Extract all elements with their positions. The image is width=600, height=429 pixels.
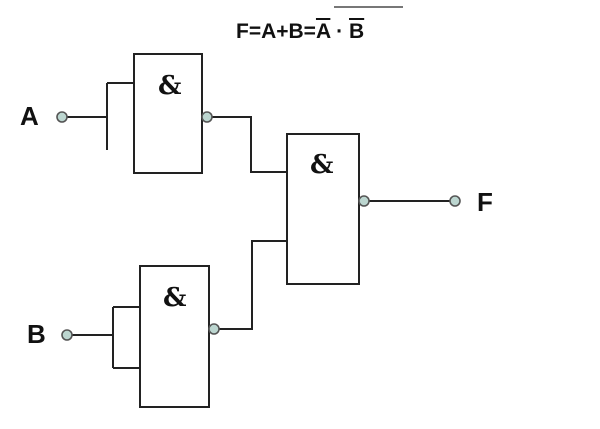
formula-lhs: F=A+B= [236, 20, 316, 43]
nand-gate-1 [133, 53, 203, 174]
output-f-label: F [477, 187, 493, 217]
wire-g1-g2 [212, 116, 287, 173]
formula-dot: · [330, 20, 350, 43]
input-b-label: B [27, 319, 46, 349]
input-a-label: A [20, 101, 39, 131]
formula: F=A+B=A · B [236, 20, 364, 44]
inversion-bubble-2 [358, 195, 370, 207]
terminal-f [449, 195, 461, 207]
nand-gate-2 [286, 133, 360, 285]
formula-not-b: B [349, 20, 365, 43]
terminal-a [56, 111, 68, 123]
gate-1-symbol: & [158, 71, 182, 101]
gate-3-symbol: & [163, 283, 187, 313]
formula-not-a: A [315, 20, 331, 43]
wire-a [66, 82, 134, 150]
wire-b [71, 306, 140, 369]
nand-gate-3 [139, 265, 210, 408]
inversion-bubble-1 [201, 111, 213, 123]
terminal-b [61, 329, 73, 341]
formula-overbar [334, 6, 403, 8]
gate-2-symbol: & [310, 150, 334, 180]
inversion-bubble-3 [208, 323, 220, 335]
wire-g3-g2 [219, 240, 287, 330]
